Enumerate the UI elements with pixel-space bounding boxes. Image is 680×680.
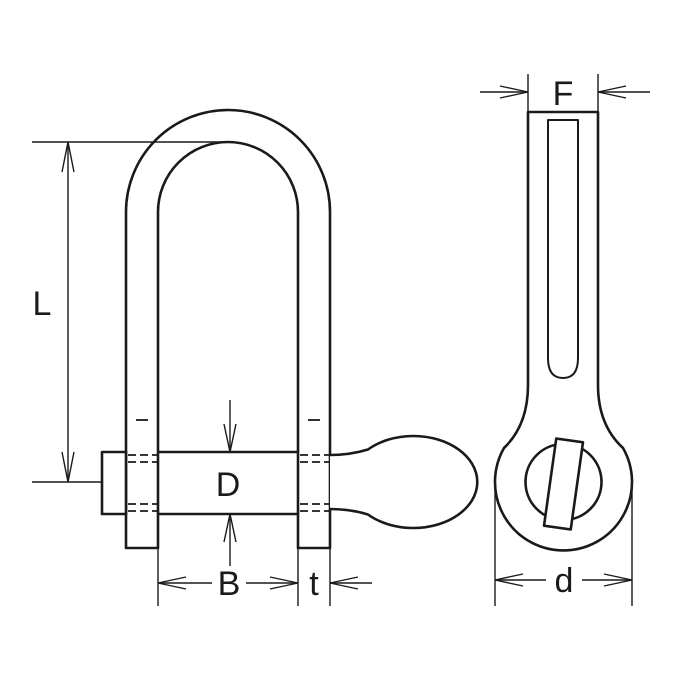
dimension-B: B xyxy=(157,548,299,606)
dimension-D: D xyxy=(216,400,241,566)
dimension-F-arrow-left xyxy=(499,85,529,99)
dimension-L-label: L xyxy=(33,285,52,323)
dimension-d-arrow-right xyxy=(603,573,633,587)
dimension-B-arrow-left xyxy=(157,576,187,590)
pin-end-flat xyxy=(542,437,585,531)
dimension-F: F xyxy=(480,74,650,113)
dimension-F-label: F xyxy=(553,75,574,113)
dimension-D-arrow-bottom xyxy=(223,513,237,543)
dimension-L-arrow-top xyxy=(61,141,75,173)
dimension-d-label: d xyxy=(555,562,574,600)
pin-head xyxy=(100,450,128,516)
dimension-D-arrow-top xyxy=(223,423,237,453)
dimension-t: t xyxy=(309,548,372,606)
dimension-L-arrow-bottom xyxy=(61,451,75,483)
dimension-t-arrow xyxy=(329,576,359,590)
dimension-d: d xyxy=(494,482,633,606)
dimension-L: L xyxy=(32,141,228,483)
dimension-d-arrow-left xyxy=(494,573,524,587)
dimension-D-label: D xyxy=(216,466,241,504)
dimension-B-label: B xyxy=(218,565,241,603)
dimension-F-arrow-right xyxy=(597,85,627,99)
dimension-B-arrow-right xyxy=(269,576,299,590)
side-slot xyxy=(547,119,579,379)
pin-handle xyxy=(329,434,479,530)
dimension-t-label: t xyxy=(309,565,319,603)
front-view xyxy=(100,108,479,550)
side-view xyxy=(493,110,634,552)
